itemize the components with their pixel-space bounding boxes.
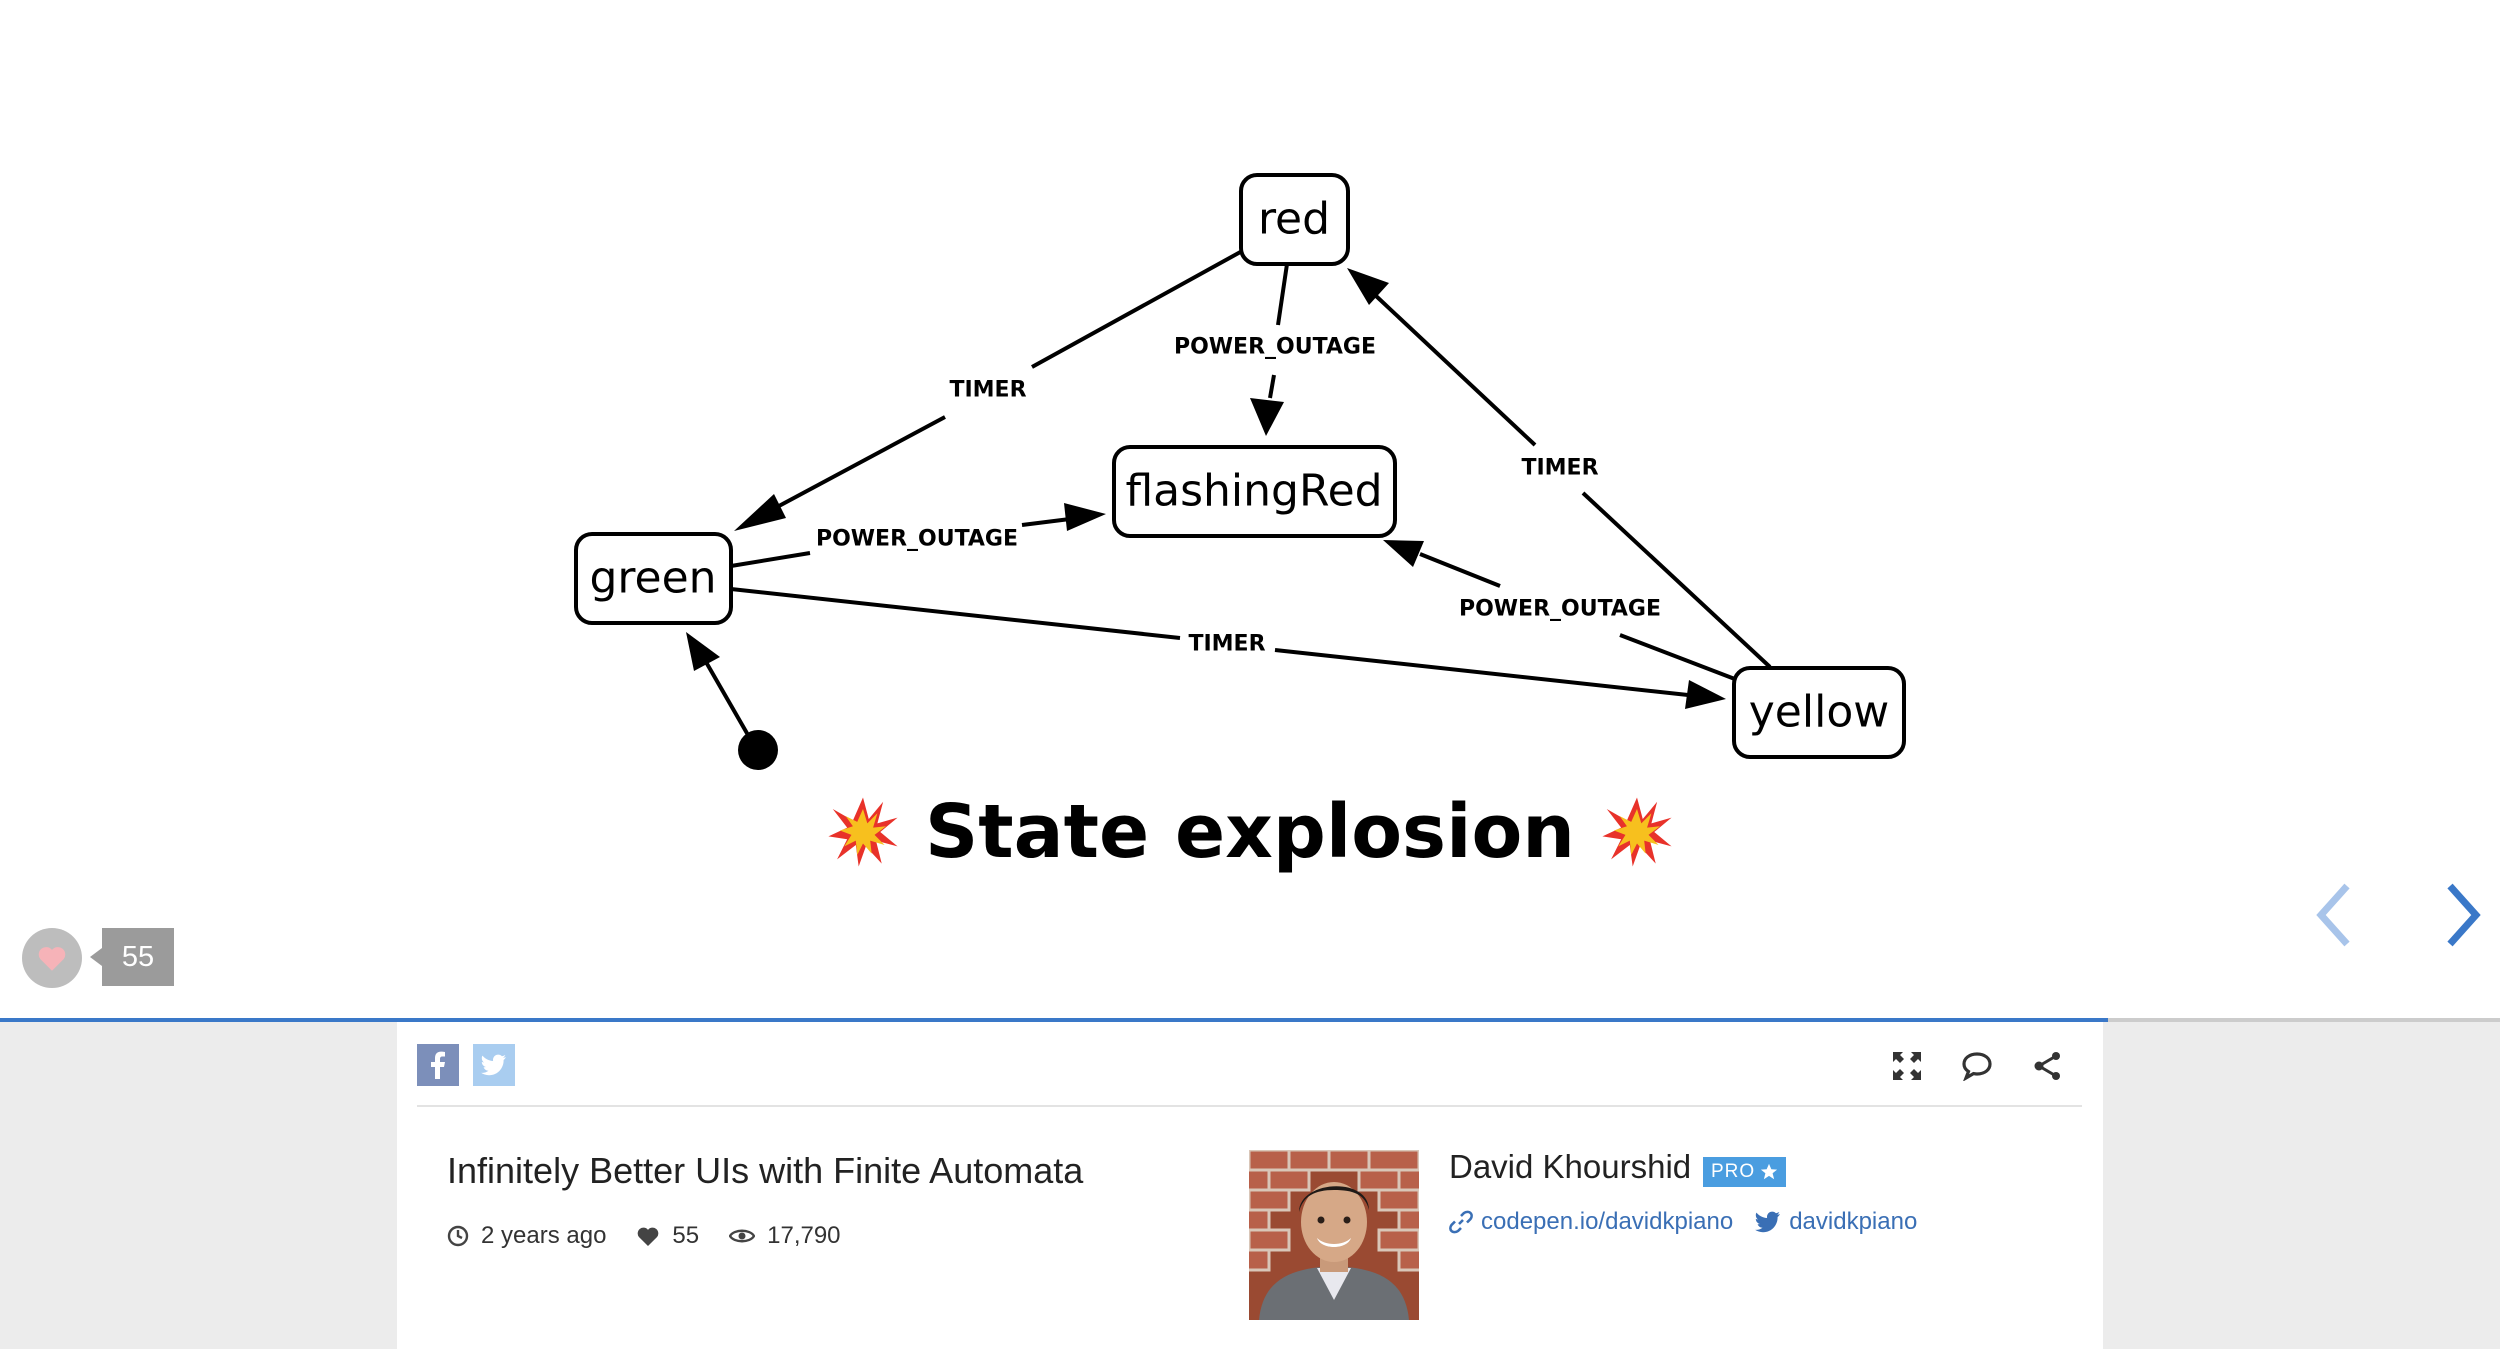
author-website-text: codepen.io/davidkpiano: [1481, 1208, 1734, 1235]
edge-initial-to-green: [686, 632, 778, 770]
link-icon: [1449, 1210, 1473, 1234]
edge-green-to-flashingred: [730, 503, 1106, 568]
facebook-icon: [431, 1051, 445, 1079]
collision-emoji-icon: [1602, 797, 1672, 867]
state-label: flashingRed: [1125, 466, 1382, 517]
state-diagram: TIMER POWER_OUTAGE TIMER POWER_OUTAGE PO…: [574, 173, 1906, 770]
deck-info-card: Infinitely Better UIs with Finite Automa…: [397, 1022, 2103, 1349]
comments-button[interactable]: [1957, 1046, 1997, 1086]
avatar[interactable]: [1249, 1150, 1419, 1320]
edge-label-power-outage: POWER_OUTAGE: [1459, 597, 1661, 622]
fullscreen-icon: [1893, 1052, 1921, 1080]
initial-state-dot: [738, 730, 778, 770]
arrowhead: [686, 632, 720, 671]
pro-badge-text: PRO: [1711, 1161, 1756, 1182]
deck-title[interactable]: Infinitely Better UIs with Finite Automa…: [447, 1150, 1084, 1191]
edge-label-timer: TIMER: [949, 378, 1026, 403]
next-slide-button[interactable]: [2432, 878, 2492, 952]
deck-age: 2 years ago: [447, 1222, 606, 1250]
arrowhead: [1685, 680, 1726, 709]
deck-meta: 2 years ago 55 17,790: [447, 1222, 871, 1250]
edge-label-timer: TIMER: [1521, 456, 1598, 481]
edge-label-power-outage: POWER_OUTAGE: [816, 527, 1018, 552]
clock-icon: [447, 1225, 469, 1247]
eye-icon: [729, 1229, 756, 1243]
twitter-icon: [1755, 1211, 1781, 1233]
slide-title-text: State explosion: [925, 789, 1575, 875]
deck-views-count: 17,790: [767, 1222, 841, 1249]
state-flashingred: flashingRed: [1112, 445, 1397, 538]
fullscreen-button[interactable]: [1887, 1046, 1927, 1086]
state-green: green: [574, 532, 733, 625]
slide-progress-fill: [0, 1018, 2108, 1022]
heart-icon: [638, 1227, 659, 1246]
state-yellow: yellow: [1732, 666, 1906, 759]
collision-emoji-icon: [828, 797, 898, 867]
arrowhead: [1383, 540, 1424, 567]
star-icon: [1761, 1163, 1778, 1180]
edge-yellow-to-red: [1347, 268, 1772, 669]
edge-label-power-outage: POWER_OUTAGE: [1174, 335, 1376, 360]
twitter-icon: [481, 1054, 506, 1076]
author-photo: [1249, 1150, 1419, 1320]
state-label: green: [589, 553, 716, 604]
slide-title: State explosion: [0, 782, 2500, 882]
share-icon: [2034, 1052, 2060, 1080]
author-twitter-text: davidkpiano: [1789, 1208, 1918, 1235]
chevron-left-icon: [2316, 883, 2350, 947]
arrowhead: [1347, 268, 1389, 305]
comment-icon: [1962, 1052, 1992, 1081]
share-button[interactable]: [2027, 1046, 2067, 1086]
toolbar: [417, 1022, 2082, 1107]
author-twitter-link[interactable]: davidkpiano: [1755, 1208, 1917, 1236]
deck-views: 17,790: [729, 1222, 841, 1250]
edge-label-timer: TIMER: [1188, 632, 1265, 657]
facebook-share-button[interactable]: [417, 1044, 459, 1086]
heart-icon: [38, 946, 66, 971]
like-button[interactable]: [22, 928, 82, 988]
author-website-link[interactable]: codepen.io/davidkpiano: [1449, 1208, 1733, 1236]
twitter-share-button[interactable]: [473, 1044, 515, 1086]
author-links: codepen.io/davidkpiano davidkpiano: [1449, 1208, 1939, 1236]
chevron-right-icon: [2447, 883, 2481, 947]
deck-likes-count: 55: [672, 1222, 700, 1249]
state-red: red: [1239, 173, 1350, 266]
edge-yellow-to-flashingred: [1383, 540, 1741, 683]
edge-red-to-green: [734, 248, 1245, 531]
deck-age-text: 2 years ago: [481, 1222, 607, 1249]
prev-slide-button[interactable]: [2305, 878, 2365, 952]
arrowhead: [734, 494, 786, 531]
edge-red-to-flashingred: [1250, 263, 1289, 436]
slide: TIMER POWER_OUTAGE TIMER POWER_OUTAGE PO…: [0, 173, 2500, 882]
pro-badge: PRO: [1703, 1157, 1787, 1187]
state-label: yellow: [1749, 687, 1889, 738]
edge-green-to-yellow: [730, 587, 1726, 709]
author-name[interactable]: David Khourshid: [1449, 1148, 1692, 1185]
slide-progress-bar: [0, 1018, 2500, 1022]
arrowhead: [1250, 398, 1284, 436]
like-count: 55: [90, 928, 174, 986]
deck-likes: 55: [636, 1222, 699, 1250]
state-label: red: [1258, 194, 1330, 245]
arrowhead: [1064, 503, 1106, 531]
